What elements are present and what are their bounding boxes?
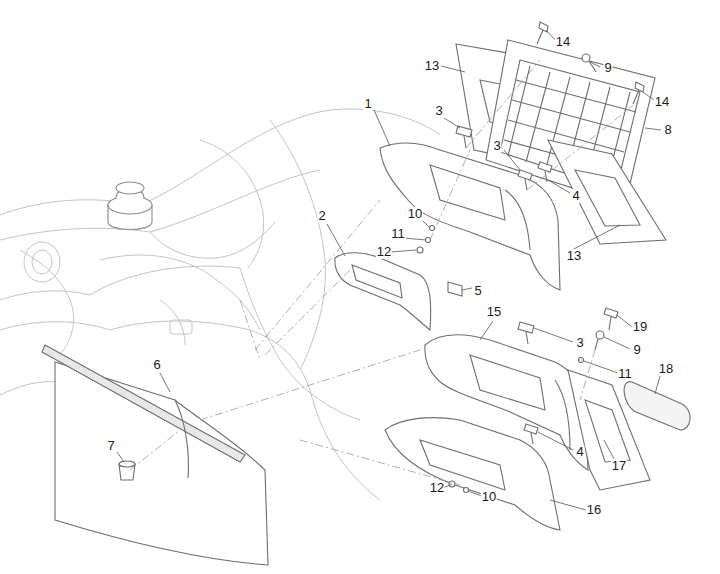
callout-number: 13 <box>424 59 440 73</box>
callout-number: 19 <box>632 320 648 334</box>
callout-number: 3 <box>434 104 443 118</box>
callout-number: 11 <box>390 227 406 241</box>
callout-number: 1 <box>363 97 372 111</box>
fuel-cap <box>108 182 152 230</box>
callout-number: 9 <box>603 61 612 75</box>
callout-number: 5 <box>473 284 482 298</box>
callout-number: 11 <box>617 367 633 381</box>
callout-number: 4 <box>575 445 584 459</box>
callout-number: 2 <box>317 209 326 223</box>
callout-number: 6 <box>152 358 161 372</box>
callout-number: 14 <box>654 95 670 109</box>
assembly-axes <box>130 60 640 485</box>
callout-number: 7 <box>106 439 115 453</box>
callout-number: 13 <box>566 249 582 263</box>
callout-number: 3 <box>492 139 501 153</box>
callout-number: 17 <box>611 459 627 473</box>
callout-number: 15 <box>486 305 502 319</box>
callout-number: 12 <box>429 481 445 495</box>
callout-number: 10 <box>481 490 497 504</box>
callout-number: 8 <box>663 123 672 137</box>
callout-number: 10 <box>407 207 423 221</box>
callout-number: 16 <box>586 503 602 517</box>
callout-number: 14 <box>555 35 571 49</box>
callout-number: 4 <box>571 189 580 203</box>
leader-lines <box>117 30 661 510</box>
callout-number: 3 <box>575 336 584 350</box>
callout-number: 18 <box>658 362 674 376</box>
callout-number: 12 <box>376 245 392 259</box>
callout-number: 9 <box>632 343 641 357</box>
parts <box>42 22 690 565</box>
